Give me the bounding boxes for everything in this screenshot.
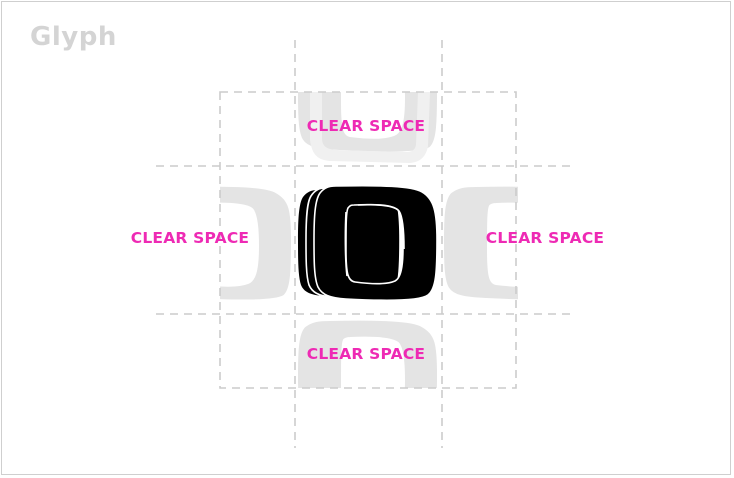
ghost-glyph-bottom (296, 318, 439, 388)
clear-space-boundary (219, 91, 517, 389)
clear-space-label-right: CLEAR SPACE (485, 229, 605, 247)
diagram-title: Glyph (30, 22, 117, 52)
ghost-glyph-top (296, 92, 439, 163)
clear-space-label-bottom: CLEAR SPACE (306, 345, 426, 363)
clear-space-label-left: CLEAR SPACE (130, 229, 250, 247)
glyph-inner-highlight (344, 203, 405, 277)
clear-space-label-top: CLEAR SPACE (306, 117, 426, 135)
glyph-logo (298, 184, 438, 301)
guide-lines (156, 40, 570, 448)
